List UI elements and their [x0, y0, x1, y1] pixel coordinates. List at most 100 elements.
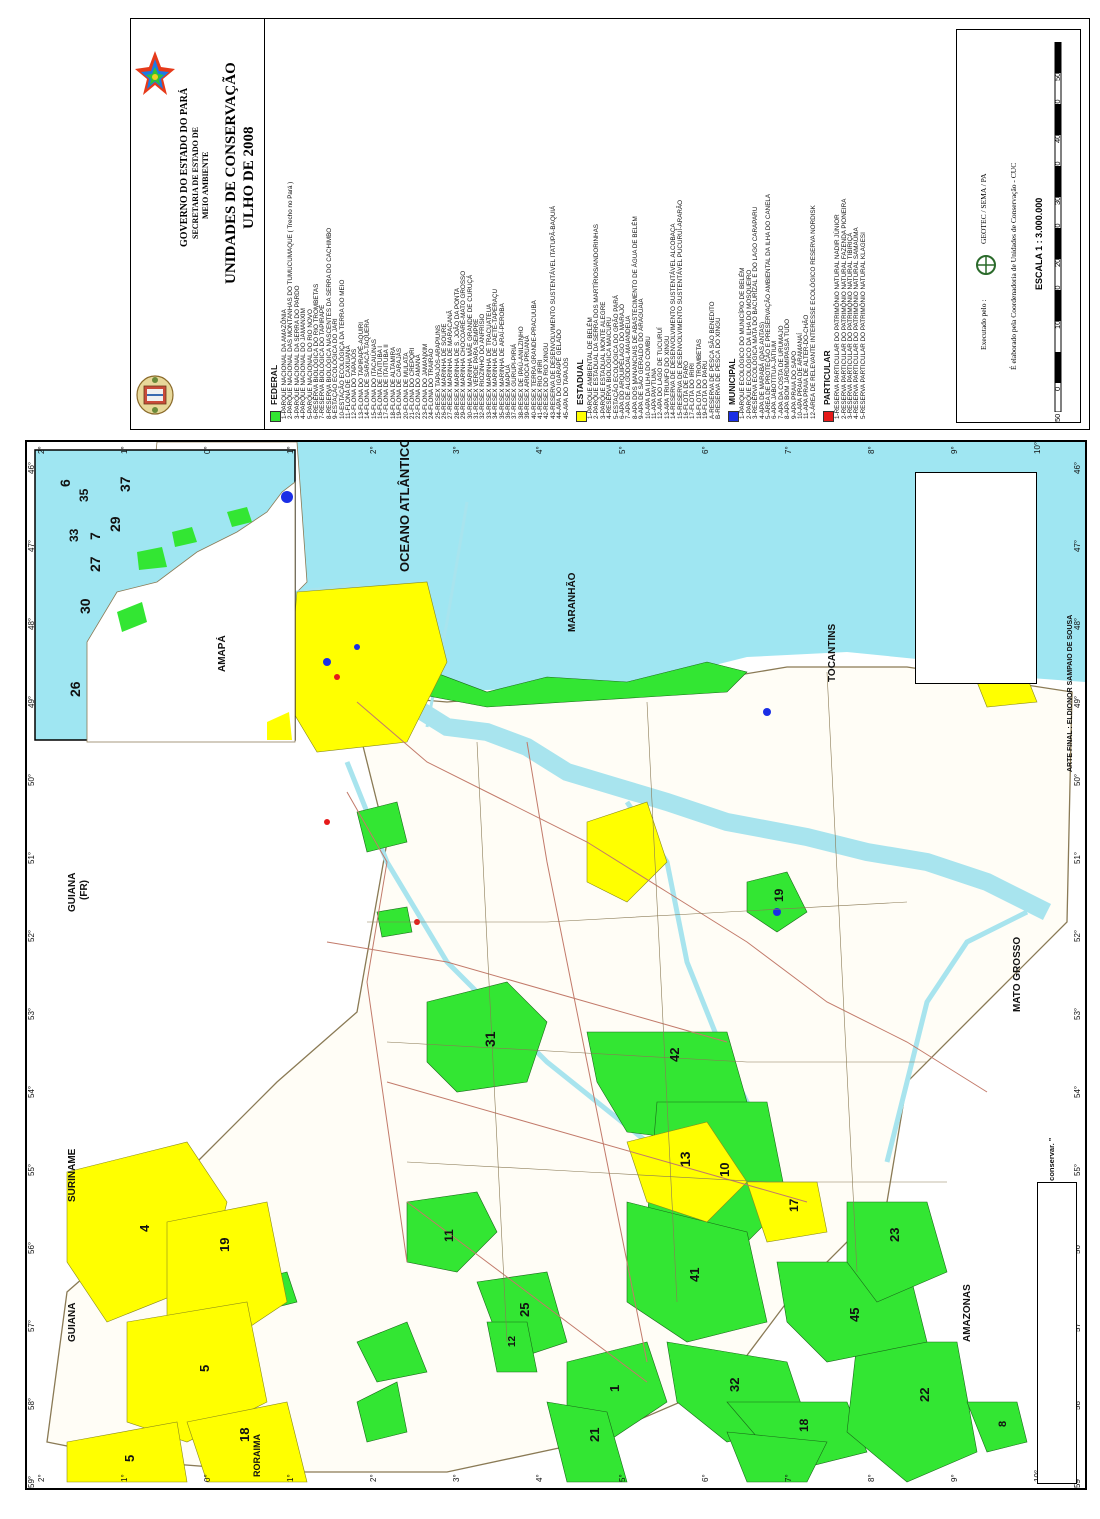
latitude-tick-right: 8°: [867, 446, 876, 454]
scale-tick: 150: [1053, 285, 1062, 298]
state-label-maranhao: MARANHÃO: [567, 572, 578, 632]
road: [406, 1201, 648, 1383]
longitude-tick-top: 52°: [27, 929, 36, 942]
road: [526, 741, 648, 1363]
area-number-label: 31: [482, 1031, 498, 1047]
latitude-tick-left: 6°: [701, 1474, 710, 1482]
area-number-label: 11: [442, 1229, 456, 1242]
area-number-label: 23: [887, 1227, 902, 1242]
longitude-tick-top: 55°: [27, 1163, 36, 1176]
longitude-tick-top: 47°: [27, 539, 36, 552]
longitude-tick-top: 51°: [27, 851, 36, 864]
federal-area-31: [426, 981, 548, 1093]
country-label-guiana-fr-suffix: (FR): [79, 880, 90, 900]
longitude-tick-bottom: 53°: [1073, 1007, 1082, 1020]
area-number-label: 17: [787, 1198, 801, 1212]
scale-tick: 200: [1053, 254, 1062, 267]
latitude-tick-left: 0°: [203, 1474, 212, 1482]
latitude-tick-right: 4°: [535, 446, 544, 454]
longitude-tick-bottom: 47°: [1073, 539, 1082, 552]
state-label-tocantins: TOCANTINS: [827, 623, 838, 682]
longitude-tick-top: 50°: [27, 773, 36, 786]
latitude-tick-right: 0°: [203, 446, 212, 454]
sema-star-logo: [133, 49, 177, 99]
scale-tick: 300: [1053, 192, 1062, 205]
estadual-area-5-west: [66, 1421, 188, 1483]
inset-yellow-area: [267, 712, 292, 740]
estadual-areas: [66, 581, 1038, 1483]
federal-area-22: [846, 1341, 978, 1483]
latitude-tick-left: 1°: [286, 1474, 295, 1482]
area-number-label: 5: [197, 1364, 212, 1372]
federal-area-23: [846, 1201, 948, 1303]
area-number-label: 5: [122, 1454, 137, 1462]
area-number-label: 33: [67, 528, 81, 542]
road: [386, 1081, 808, 1203]
estadual-area-18: [186, 1401, 308, 1483]
state-label-amazonas: AMAZONAS: [962, 1284, 973, 1342]
federal-area-19: [746, 871, 808, 933]
area-number-label: 45: [847, 1307, 862, 1322]
municipal-marker: [323, 658, 331, 666]
scale-tick: 100: [1053, 316, 1062, 329]
inset-map: [34, 449, 296, 743]
latitude-tick-left: 5°: [618, 1474, 627, 1482]
latitude-tick-right: 2°: [37, 446, 46, 454]
latitude-tick-right: 1°: [286, 446, 295, 454]
area-number-label: 18: [237, 1427, 252, 1442]
latitude-tick-right: 3°: [452, 446, 461, 454]
latitude-tick-left: 3°: [452, 1474, 461, 1482]
particular-marker: [324, 819, 330, 825]
longitude-tick-bottom: 55°: [1073, 1163, 1082, 1176]
scale-title: ESCALA 1 : 3.000.000: [1034, 197, 1044, 290]
legend-panel: GOVERNO DO ESTADO DO PARÁ SECRETARIA DE …: [130, 18, 1090, 430]
latitude-tick-left: 9°: [950, 1474, 959, 1482]
area-number-label: 4: [137, 1224, 152, 1232]
area-number-label: 32: [727, 1377, 742, 1392]
latitude-tick-left: 1°: [120, 1474, 129, 1482]
arte-final-credit: ARTE FINAL : ELDIONOR SAMPAIO DE SOUSA: [1067, 614, 1074, 772]
credit-line1: É elaborado pela Coordenadoria de Unidad…: [1009, 162, 1018, 370]
estadual-area-13: [626, 1121, 748, 1223]
latitude-tick-left: 7°: [784, 1474, 793, 1482]
legend-swatch-estadual: [576, 411, 587, 422]
area-number-label: 22: [917, 1387, 932, 1402]
municipal-marker: [354, 644, 360, 650]
latitude-tick-right: 5°: [618, 446, 627, 454]
federal-area-8: [966, 1401, 1028, 1453]
longitude-tick-bottom: 46°: [1073, 461, 1082, 474]
map-legend-box: [915, 472, 1037, 684]
river-tapajos: [884, 909, 1029, 1163]
area-number-label: 8: [997, 1420, 1009, 1427]
longitude-tick-top: 59°: [27, 1475, 36, 1488]
scale-tick: 250: [1053, 223, 1062, 236]
country-label-guiana: GUIANA: [67, 1302, 78, 1342]
longitude-tick-bottom: 52°: [1073, 929, 1082, 942]
federal-area-41: [626, 1201, 768, 1343]
particular-markers: [324, 674, 420, 925]
municipal-markers: [323, 644, 781, 916]
header-divider: [132, 19, 265, 429]
area-number-label: 6: [57, 479, 73, 487]
federal-area-21: [546, 1401, 628, 1483]
scale-bar: [1054, 42, 1062, 412]
quote-box: [1037, 1182, 1077, 1484]
longitude-tick-top: 57°: [27, 1319, 36, 1332]
municipal-marker: [763, 708, 771, 716]
state-label-roraima: RORAIMA: [252, 1434, 262, 1477]
estadual-area-19: [166, 1201, 288, 1343]
legend-swatch-particular: [823, 411, 835, 422]
area-number-label: 26: [67, 681, 83, 697]
legend-title-particular: PARTICULAR: [822, 350, 833, 405]
area-number-label: 25: [517, 1302, 532, 1317]
area-number-label: 41: [687, 1267, 702, 1282]
ocean-area: [297, 442, 1085, 692]
area-number-label: 42: [667, 1047, 682, 1062]
latitude-tick-right: 1°: [120, 446, 129, 454]
scale-tick: 400: [1053, 130, 1062, 143]
country-label-suriname: SURINAME: [67, 1148, 78, 1202]
longitude-tick-top: 49°: [27, 695, 36, 708]
federal-area-12: [486, 1321, 538, 1373]
